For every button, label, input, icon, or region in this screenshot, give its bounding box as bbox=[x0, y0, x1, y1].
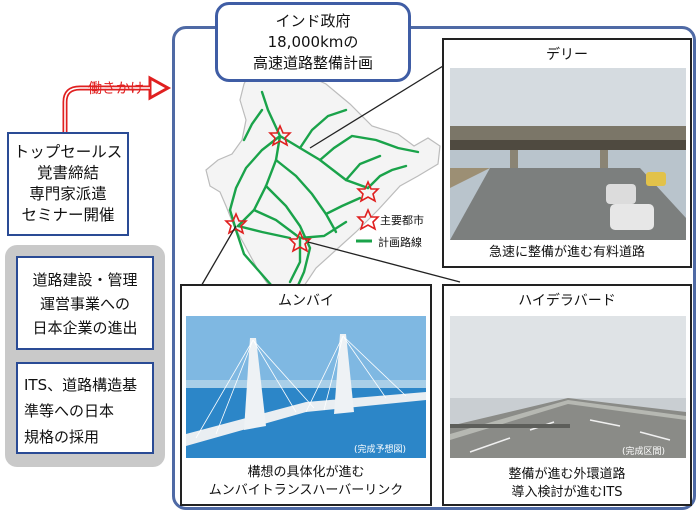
title-box: インド政府 18,000kmの 高速道路整備計画 bbox=[215, 2, 411, 82]
delhi-photo bbox=[450, 68, 686, 240]
mumbai-title: ムンバイ bbox=[278, 293, 334, 309]
activity-item: セミナー開催 bbox=[21, 206, 115, 224]
legend-route-label: 計画路線 bbox=[378, 236, 422, 249]
approach-arrow-head bbox=[148, 75, 172, 101]
activity-item: 専門家派遣 bbox=[29, 185, 107, 203]
major-city-stars bbox=[224, 123, 380, 253]
activity-item: 覚書締結 bbox=[36, 164, 99, 182]
activity-item: トップセールス bbox=[13, 143, 123, 161]
outcome-line: 道路建設・管理 bbox=[32, 271, 138, 289]
mumbai-photo bbox=[186, 316, 426, 458]
hyderabad-panel: ハイデラバード (完成区間) 整備が進む外環道路 導入検討が進むITS bbox=[442, 284, 692, 506]
connector-lines bbox=[199, 57, 461, 289]
mumbai-photo-note: (完成予想図) bbox=[354, 445, 407, 455]
legend-city-label: 主要都市 bbox=[380, 214, 424, 227]
city-star-mumbai bbox=[224, 211, 248, 235]
hyderabad-caption-1: 整備が進む外環道路 bbox=[508, 467, 626, 482]
city-star-delhi bbox=[268, 123, 292, 147]
city-star-hyderabad bbox=[288, 229, 312, 253]
mumbai-caption-2: ムンバイトランスハーバーリンク bbox=[208, 483, 404, 498]
outcome-line: 日本企業の進出 bbox=[32, 319, 138, 337]
outcome-line: 準等への日本 bbox=[24, 402, 115, 420]
activities-box: トップセールス 覚書締結 専門家派遣 セミナー開催 bbox=[7, 132, 129, 236]
outcome-line: 運営事業への bbox=[39, 295, 130, 313]
legend-star-icon bbox=[356, 207, 380, 231]
japanese-companies-box: 道路建設・管理 運営事業への 日本企業の進出 bbox=[16, 256, 154, 350]
india-map-outline bbox=[205, 65, 441, 301]
japanese-standards-box: ITS、道路構造基 準等への日本 規格の採用 bbox=[16, 362, 154, 454]
hyderabad-caption-2: 導入検討が進むITS bbox=[511, 485, 623, 500]
approach-label: 働きかけ bbox=[88, 81, 144, 97]
planned-routes bbox=[228, 90, 420, 292]
delhi-title: デリー bbox=[546, 47, 588, 63]
title-line-2: 18,000kmの bbox=[267, 33, 359, 51]
hyderabad-photo-note: (完成区間) bbox=[622, 447, 666, 457]
hyderabad-photo bbox=[450, 316, 686, 458]
delhi-panel: デリー 急速に整備が進む有料道路 bbox=[442, 38, 692, 268]
city-star-kolkata bbox=[356, 179, 380, 203]
delhi-caption: 急速に整備が進む有料道路 bbox=[488, 245, 645, 260]
mumbai-panel: ムンバイ (完成予想図) 構想の具体化が進む ムンバイトランスハーバーリンク bbox=[180, 284, 432, 506]
hyderabad-title: ハイデラバード bbox=[518, 293, 616, 309]
outcome-line: 規格の採用 bbox=[24, 428, 100, 446]
title-line-3: 高速道路整備計画 bbox=[252, 54, 373, 72]
mumbai-caption-1: 構想の具体化が進む bbox=[247, 465, 365, 480]
outcome-line: ITS、道路構造基 bbox=[24, 376, 138, 394]
title-line-1: インド政府 bbox=[275, 12, 351, 30]
